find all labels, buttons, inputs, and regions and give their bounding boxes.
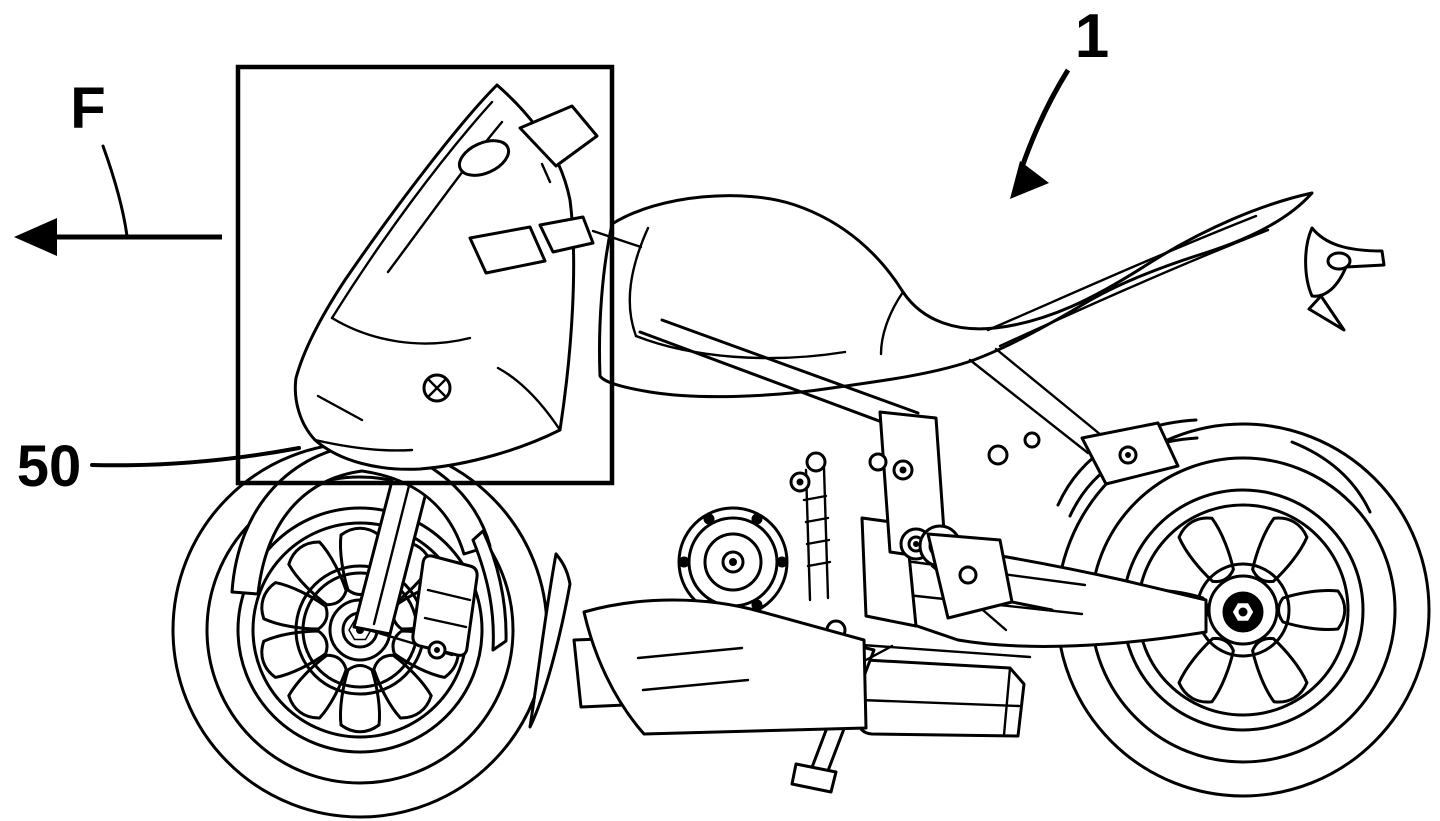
- belly-fairing: [528, 552, 868, 736]
- front-cowl: [293, 83, 643, 471]
- front-wheel: [171, 441, 549, 819]
- vehicle-pointer-arrow-icon: [1010, 68, 1071, 199]
- front-direction-tick: [101, 144, 129, 238]
- front-direction-label: F: [70, 76, 105, 141]
- vehicle-ref-annotation: 1: [1010, 2, 1109, 199]
- front-brake-caliper: [360, 554, 479, 660]
- vehicle-ref-numeral: 1: [1075, 2, 1109, 71]
- front-cowl-ref-annotation: 50: [17, 434, 301, 499]
- tail-bracket: [1304, 226, 1386, 332]
- mirror: [518, 104, 599, 168]
- front-cowl-bounding-box: [235, 64, 615, 486]
- handlebar-controls: [468, 225, 547, 275]
- front-direction-arrow-icon: [14, 218, 222, 256]
- bodywork-tank-seat-tail: [598, 191, 1314, 399]
- muffler: [856, 658, 1026, 738]
- front-cowl-ref-numeral: 50: [17, 434, 82, 499]
- front-direction-annotation: F: [14, 76, 222, 256]
- subframe: [968, 347, 1180, 486]
- front-cowl-leader-line: [90, 446, 301, 468]
- rear-shock: [802, 451, 832, 602]
- footpeg-bracket: [926, 532, 1054, 620]
- headlight: [457, 139, 511, 177]
